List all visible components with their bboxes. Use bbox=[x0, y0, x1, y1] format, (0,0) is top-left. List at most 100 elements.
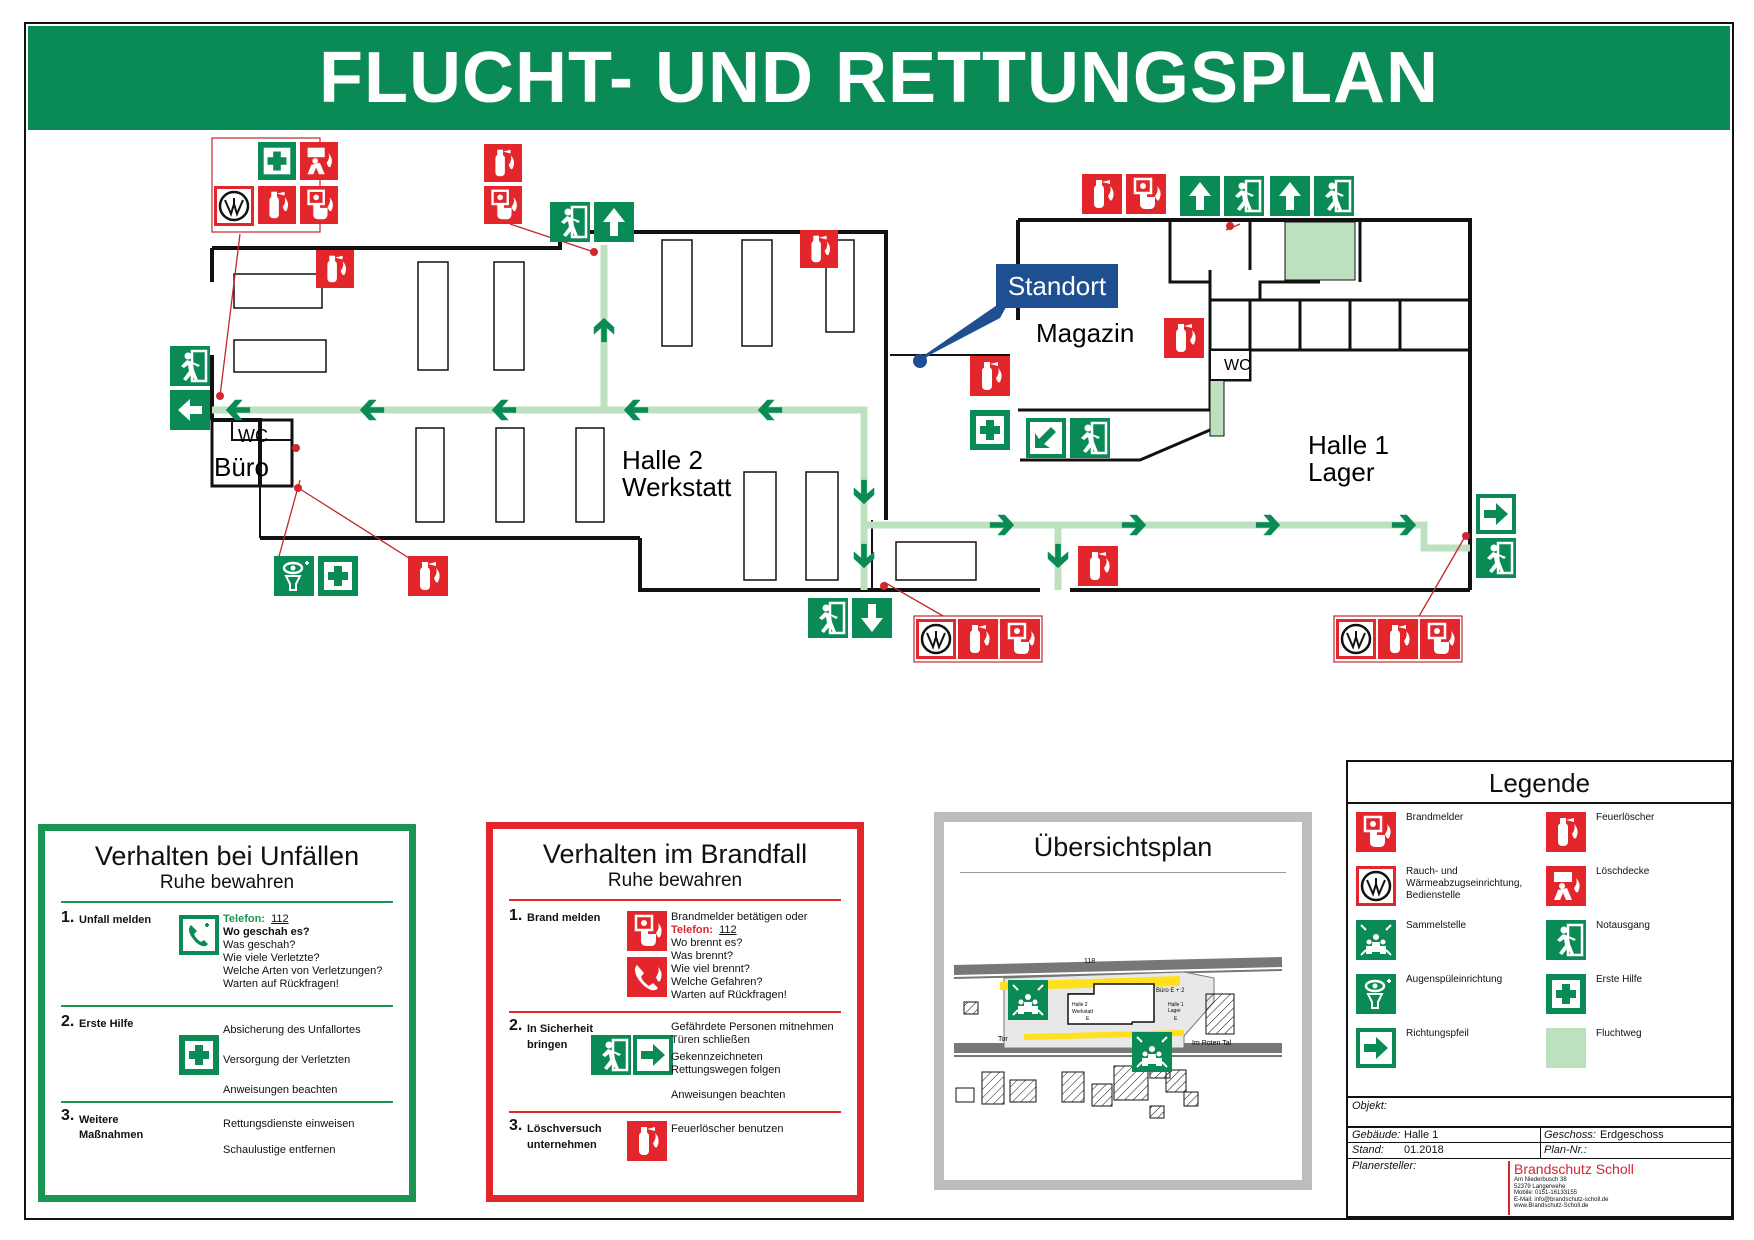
stairwell bbox=[1284, 221, 1356, 281]
lager-label: Lager bbox=[1168, 1008, 1181, 1014]
stand-label: Stand: bbox=[1352, 1144, 1384, 1156]
emergency-exit-icon bbox=[591, 1035, 631, 1075]
step-label: Unfall melden bbox=[79, 914, 152, 926]
emergency-phone-icon bbox=[179, 915, 219, 955]
room-halle2-line1: Halle 2 bbox=[622, 445, 703, 475]
instruction-line: Gekennzeichneten bbox=[671, 1051, 763, 1063]
room-wc-top: WC bbox=[1224, 357, 1251, 374]
company-address: Am Niederbusch 38 52379 Langerwehe Mobil… bbox=[1514, 1177, 1609, 1209]
legend-label: Richtungspfeil bbox=[1406, 1028, 1469, 1039]
exit-right bbox=[1476, 494, 1516, 578]
eyewash-icon bbox=[1356, 974, 1396, 1014]
unfall-title: Verhalten bei Unfällen bbox=[94, 841, 360, 871]
title-bar: FLUCHT- UND RETTUNGSPLAN bbox=[28, 26, 1730, 130]
direction-arrow-icon bbox=[633, 1035, 673, 1075]
unfall-subtitle: Ruhe bewahren bbox=[159, 872, 295, 893]
brand-panel: Verhalten im Brandfall Ruhe bewahren 1. … bbox=[486, 822, 864, 1202]
separator bbox=[509, 899, 841, 901]
sign-stack-bottom-left bbox=[274, 556, 448, 596]
instruction-line: Türen schließen bbox=[671, 1034, 750, 1046]
escape-route-swatch bbox=[1546, 1028, 1586, 1068]
legend-panel: Legende Brandmelder Feuerlöscher Rauch- … bbox=[1346, 760, 1733, 1218]
sign-cluster-top-left bbox=[211, 137, 338, 233]
separator bbox=[61, 1005, 393, 1007]
room-magazin: Magazin bbox=[1036, 318, 1134, 348]
fire-extinguisher-icon bbox=[1546, 812, 1586, 852]
planersteller-row: Planersteller: Brandschutz Scholl Am Nie… bbox=[1348, 1158, 1731, 1218]
first-aid-icon bbox=[179, 1035, 219, 1075]
legend-label: Brandmelder bbox=[1406, 812, 1464, 823]
question-line: Was brennt? bbox=[671, 950, 733, 962]
sign-cluster-bottom-middle bbox=[913, 615, 1043, 663]
legend-label: Rauch- und Wärmeabzugseinrichtung, Bedie… bbox=[1406, 866, 1523, 901]
legend-label: Fluchtweg bbox=[1596, 1028, 1642, 1039]
company-name: Brandschutz Scholl bbox=[1514, 1161, 1634, 1177]
room-halle1-line1: Halle 1 bbox=[1308, 430, 1389, 460]
room-halle1-line2: Lager bbox=[1308, 457, 1375, 487]
exit-left bbox=[170, 346, 210, 430]
geschoss-label: Geschoss: bbox=[1544, 1129, 1596, 1141]
separator bbox=[61, 901, 393, 903]
buero-label: Büro E + 2 bbox=[1156, 988, 1185, 994]
phone-number: 112 bbox=[271, 913, 289, 925]
sign-cluster-bottom-right bbox=[1333, 615, 1463, 663]
step-label: Erste Hilfe bbox=[79, 1018, 134, 1030]
extinguisher-sign bbox=[316, 250, 354, 288]
standort-label: Standort bbox=[1008, 271, 1107, 301]
question-line: Warten auf Rückfragen! bbox=[223, 978, 339, 990]
exit-bottom bbox=[808, 598, 892, 638]
question-line: Was geschah? bbox=[223, 939, 296, 951]
site-map: 118 Tor Im Roten Tal Halle 2 Werkstatt E… bbox=[953, 957, 1283, 1119]
uebersicht-panel: Übersichtsplan 118 Tor Im Roten Tal Hall… bbox=[934, 812, 1312, 1190]
separator bbox=[509, 1111, 841, 1113]
unfall-step-1: 1. Unfall melden Telefon: 112 Wo geschah… bbox=[61, 909, 393, 1009]
floor-e-label: E bbox=[1174, 1016, 1178, 1022]
tor-label: Tor bbox=[998, 1036, 1008, 1043]
question-line: Wo brennt es? bbox=[671, 937, 743, 949]
step-number: 1. bbox=[61, 909, 75, 926]
planersteller-label: Planersteller: bbox=[1352, 1160, 1417, 1172]
separator bbox=[61, 1101, 393, 1103]
step-number: 3. bbox=[61, 1107, 75, 1124]
emergency-exit-icon bbox=[1546, 920, 1586, 960]
leader-lines bbox=[219, 223, 1467, 621]
plan-title: FLUCHT- UND RETTUNGSPLAN bbox=[319, 38, 1439, 118]
plannr-label: Plan-Nr.: bbox=[1544, 1144, 1587, 1156]
legend-label: Notausgang bbox=[1596, 920, 1650, 931]
instruction-line: Anweisungen beachten bbox=[223, 1084, 338, 1096]
legend-title: Legende bbox=[1348, 762, 1731, 804]
direction-arrow-icon bbox=[1356, 1028, 1396, 1068]
objekt-row: Objekt: bbox=[1348, 1096, 1731, 1126]
fire-phone-icon bbox=[627, 957, 667, 997]
room-wc-left: WC bbox=[238, 426, 268, 446]
instruction-line: Anweisungen beachten bbox=[671, 1089, 786, 1101]
instruction-line: Schaulustige entfernen bbox=[223, 1144, 336, 1156]
unfall-step-2: 2. Erste Hilfe Absicherung des Unfallort… bbox=[61, 1013, 393, 1103]
standort-marker bbox=[913, 264, 1118, 368]
room-halle2-line2: Werkstatt bbox=[622, 472, 732, 502]
unfall-panel: Verhalten bei Unfällen Ruhe bewahren 1. … bbox=[38, 824, 416, 1202]
legend-label: Feuerlöscher bbox=[1596, 812, 1655, 823]
fire-alarm-icon bbox=[1356, 812, 1396, 852]
first-aid-icon bbox=[1546, 974, 1586, 1014]
extinguisher-sign bbox=[1078, 546, 1118, 586]
stand-row: Stand: 01.2018 Plan-Nr.: bbox=[1348, 1142, 1731, 1158]
question-line: Wo geschah es? bbox=[223, 926, 310, 938]
floor-e-label: E bbox=[1086, 1016, 1090, 1022]
step-number: 2. bbox=[61, 1013, 75, 1030]
fire-extinguisher-icon bbox=[627, 1121, 667, 1161]
question-line: Welche Arten von Verletzungen? bbox=[223, 965, 383, 977]
road-number: 118 bbox=[1084, 958, 1095, 965]
uebersicht-title: Übersichtsplan bbox=[1033, 832, 1213, 862]
gebaeude-row: Gebäude: Halle 1 Geschoss: Erdgeschoss bbox=[1348, 1126, 1731, 1144]
instruction-line: Rettungswegen folgen bbox=[671, 1064, 781, 1076]
wc-top-room bbox=[1209, 349, 1251, 381]
stairs bbox=[1209, 375, 1225, 437]
extinguisher-sign bbox=[1164, 318, 1204, 358]
brand-title: Verhalten im Brandfall bbox=[542, 839, 808, 869]
